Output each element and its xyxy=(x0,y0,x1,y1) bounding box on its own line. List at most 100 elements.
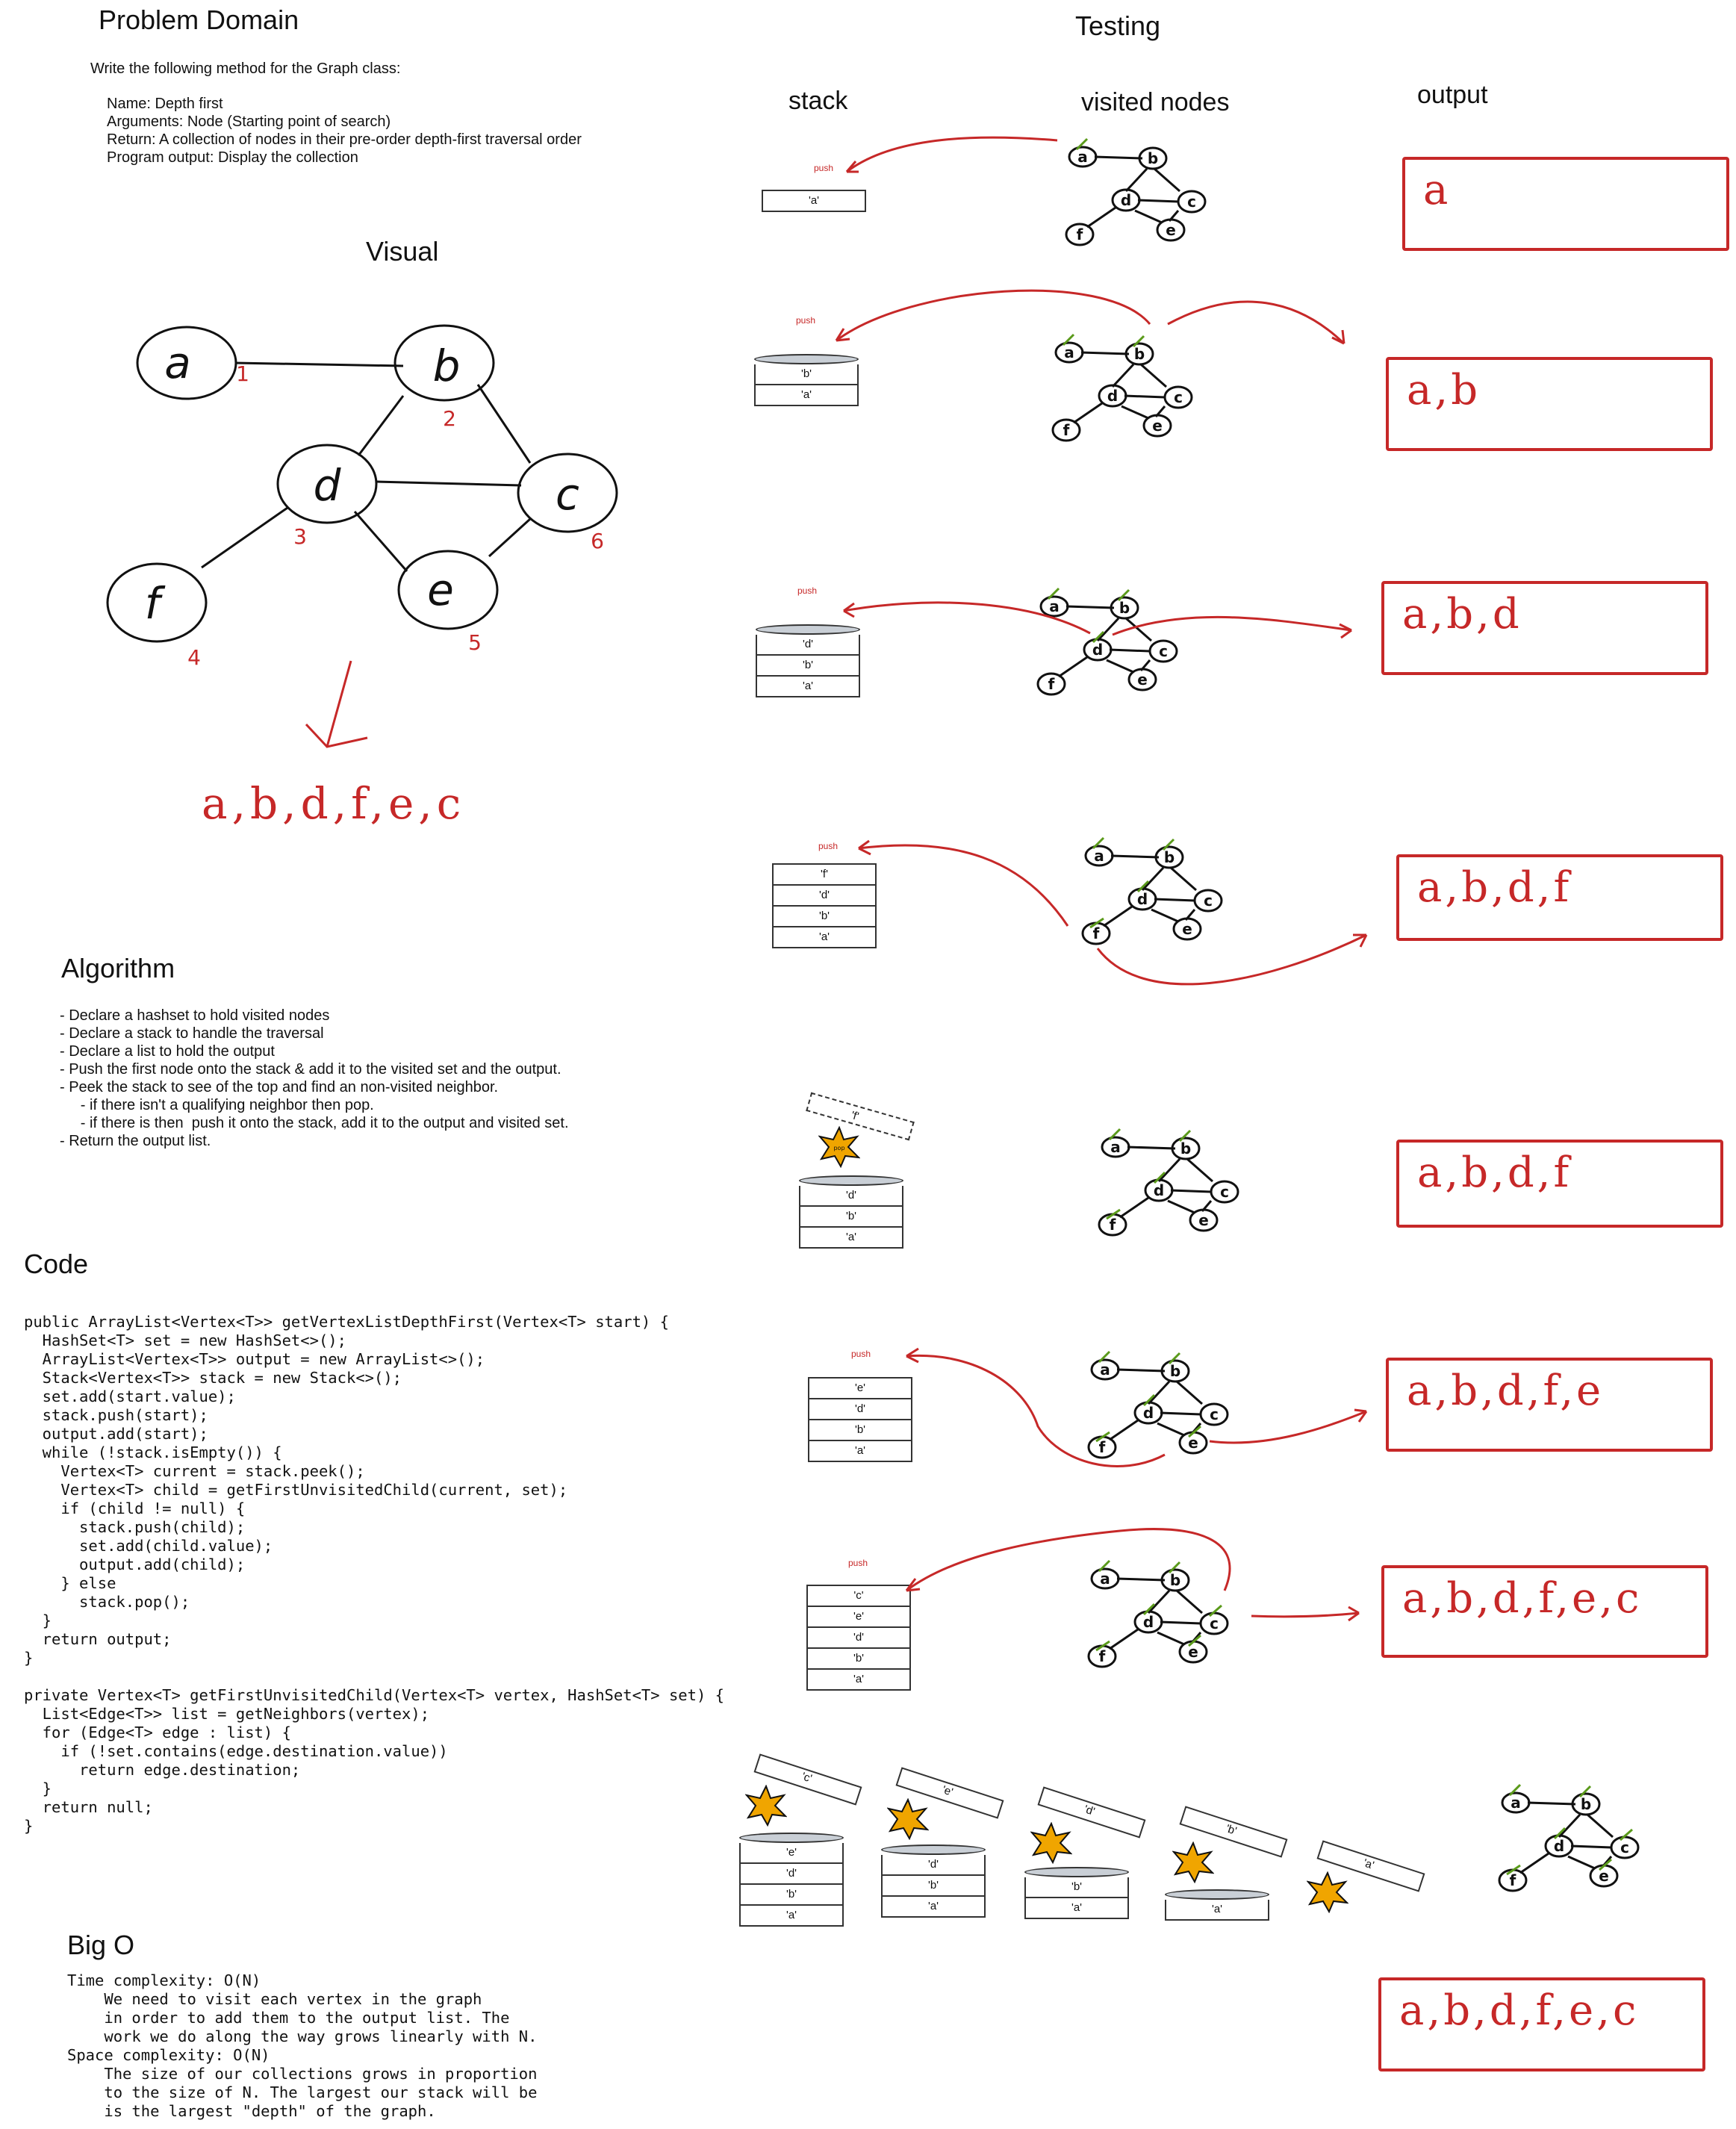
push-label: push xyxy=(818,841,839,851)
problem-line: Return: A collection of nodes in their p… xyxy=(107,131,582,148)
problem-intro: Write the following method for the Graph… xyxy=(90,60,401,77)
stack-cell: 'a' xyxy=(799,1228,903,1249)
output-text: a,b,d,f xyxy=(1417,1149,1572,1197)
bigo-block: Time complexity: O(N) We need to visit e… xyxy=(67,1971,538,2120)
problem-details: Name: Depth first Arguments: Node (Start… xyxy=(107,95,582,167)
stack-row-6: 'e' 'd' 'b' 'a' xyxy=(808,1377,912,1462)
stack-cell: 'd' xyxy=(881,1855,986,1876)
algorithm-step: - if there isn't a qualifying neighbor t… xyxy=(60,1097,374,1113)
final-output-text: a,b,d,f,e,c xyxy=(1399,1986,1640,2035)
stack-row-1: 'a' xyxy=(762,190,866,212)
push-label: push xyxy=(796,315,816,326)
visited-graph-4 xyxy=(1081,836,1223,945)
output-text: a,b,d xyxy=(1402,590,1522,638)
stack-cell: 'b' xyxy=(739,1885,844,1906)
stack-row-4: 'f' 'd' 'b' 'a' xyxy=(772,863,877,948)
problem-line: Arguments: Node (Starting point of searc… xyxy=(107,114,391,130)
visual-node-b: b xyxy=(433,341,461,391)
stack-row-3: 'd' 'b' 'a' xyxy=(756,624,860,697)
visited-graph-7 xyxy=(1087,1559,1229,1668)
visited-graph-6 xyxy=(1087,1350,1229,1459)
visual-node-d: d xyxy=(314,460,342,511)
push-arrow-6 xyxy=(906,1347,1368,1467)
stack-column-heading: stack xyxy=(788,87,848,115)
visited-graph-final xyxy=(1498,1783,1640,1892)
stack-cell: 'b' xyxy=(806,1649,911,1670)
stack-row-2: 'b' 'a' xyxy=(754,354,859,406)
stack-cell: 'f' xyxy=(772,863,877,886)
visual-order-c: 6 xyxy=(591,529,604,553)
algorithm-step: - Declare a list to hold the output xyxy=(60,1043,275,1060)
stack-cell: 'd' xyxy=(739,1864,844,1885)
stack-cell: 'e' xyxy=(806,1607,911,1628)
visual-order-e: 5 xyxy=(468,630,482,655)
bigo-heading: Big O xyxy=(67,1930,135,1960)
stack-cell: 'a' xyxy=(772,927,877,948)
problem-line: Program output: Display the collection xyxy=(107,149,358,166)
stack-cell: 'a' xyxy=(1024,1898,1129,1919)
push-label: push xyxy=(848,1558,868,1568)
pop-star-icon: pop xyxy=(818,1126,860,1168)
visual-order-f: 4 xyxy=(187,645,201,670)
algorithm-step: - if there is then push it onto the stac… xyxy=(60,1115,569,1131)
algorithm-step: - Declare a stack to handle the traversa… xyxy=(60,1025,324,1042)
stack-cell: 'd' xyxy=(756,635,860,656)
output-column-heading: output xyxy=(1417,81,1488,109)
visual-order-d: 3 xyxy=(293,524,307,549)
pop-stack-2: 'd' 'b' 'a' xyxy=(881,1844,986,1918)
stack-cell: 'c' xyxy=(806,1585,911,1607)
algorithm-steps: - Declare a hashset to hold visited node… xyxy=(60,1007,569,1150)
visited-graph-2 xyxy=(1051,333,1193,442)
pop-label: pop xyxy=(833,1145,844,1151)
push-arrow-4 xyxy=(858,839,1368,986)
visual-order-b: 2 xyxy=(443,406,456,431)
push-arrow-1 xyxy=(845,136,1058,173)
visited-graph-5 xyxy=(1098,1128,1239,1237)
testing-heading: Testing xyxy=(1075,10,1161,41)
pop-star-icon xyxy=(745,1785,787,1827)
algorithm-heading: Algorithm xyxy=(61,953,175,983)
stack-cell: 'a' xyxy=(739,1906,844,1927)
visited-column-heading: visited nodes xyxy=(1081,88,1230,116)
stack-cell: 'b' xyxy=(754,364,859,385)
stack-cell: 'a' xyxy=(808,1441,912,1462)
visual-node-a: a xyxy=(164,338,191,388)
problem-line: Name: Depth first xyxy=(107,96,223,112)
stack-cell: 'a' xyxy=(754,385,859,406)
stack-cell: 'b' xyxy=(808,1420,912,1441)
visual-order-a: 1 xyxy=(236,361,249,386)
stack-cell: 'e' xyxy=(808,1377,912,1399)
pop-star-icon xyxy=(1030,1822,1072,1864)
visual-node-e: e xyxy=(427,565,454,615)
pop-stack-1: 'e' 'd' 'b' 'a' xyxy=(739,1833,844,1927)
push-label: push xyxy=(814,163,834,173)
output-text: a,b,d,f xyxy=(1417,863,1572,912)
algorithm-step: - Push the first node onto the stack & a… xyxy=(60,1061,561,1078)
problem-heading: Problem Domain xyxy=(99,4,299,35)
push-arrow-7 xyxy=(905,1528,1360,1622)
algorithm-step: - Return the output list. xyxy=(60,1133,211,1149)
visited-graph-3 xyxy=(1036,587,1178,696)
push-arrow-2 xyxy=(835,289,1345,345)
pop-stack-3: 'b' 'a' xyxy=(1024,1867,1129,1919)
output-box-5: a,b,d,f xyxy=(1396,1140,1723,1228)
output-box-3: a,b,d xyxy=(1381,581,1708,675)
stack-cell: 'd' xyxy=(808,1399,912,1420)
push-label: push xyxy=(851,1349,871,1359)
stack-cell: 'd' xyxy=(806,1628,911,1649)
stack-cell: 'b' xyxy=(756,656,860,677)
visual-node-c: c xyxy=(556,469,579,520)
stack-cell: 'a' xyxy=(756,677,860,697)
push-label: push xyxy=(797,585,818,596)
final-output-box: a,b,d,f,e,c xyxy=(1378,1977,1705,2071)
stack-cell: 'b' xyxy=(881,1876,986,1897)
push-arrow-3 xyxy=(843,601,1352,639)
stack-cell: 'd' xyxy=(799,1186,903,1207)
pop-stack-4: 'a' xyxy=(1165,1889,1269,1921)
visual-heading: Visual xyxy=(366,236,439,267)
stack-cell: 'b' xyxy=(799,1207,903,1228)
output-text: a xyxy=(1423,166,1452,214)
stack-cell: 'd' xyxy=(772,886,877,907)
stack-cell: 'b' xyxy=(772,907,877,927)
pop-star-icon xyxy=(1307,1871,1348,1913)
